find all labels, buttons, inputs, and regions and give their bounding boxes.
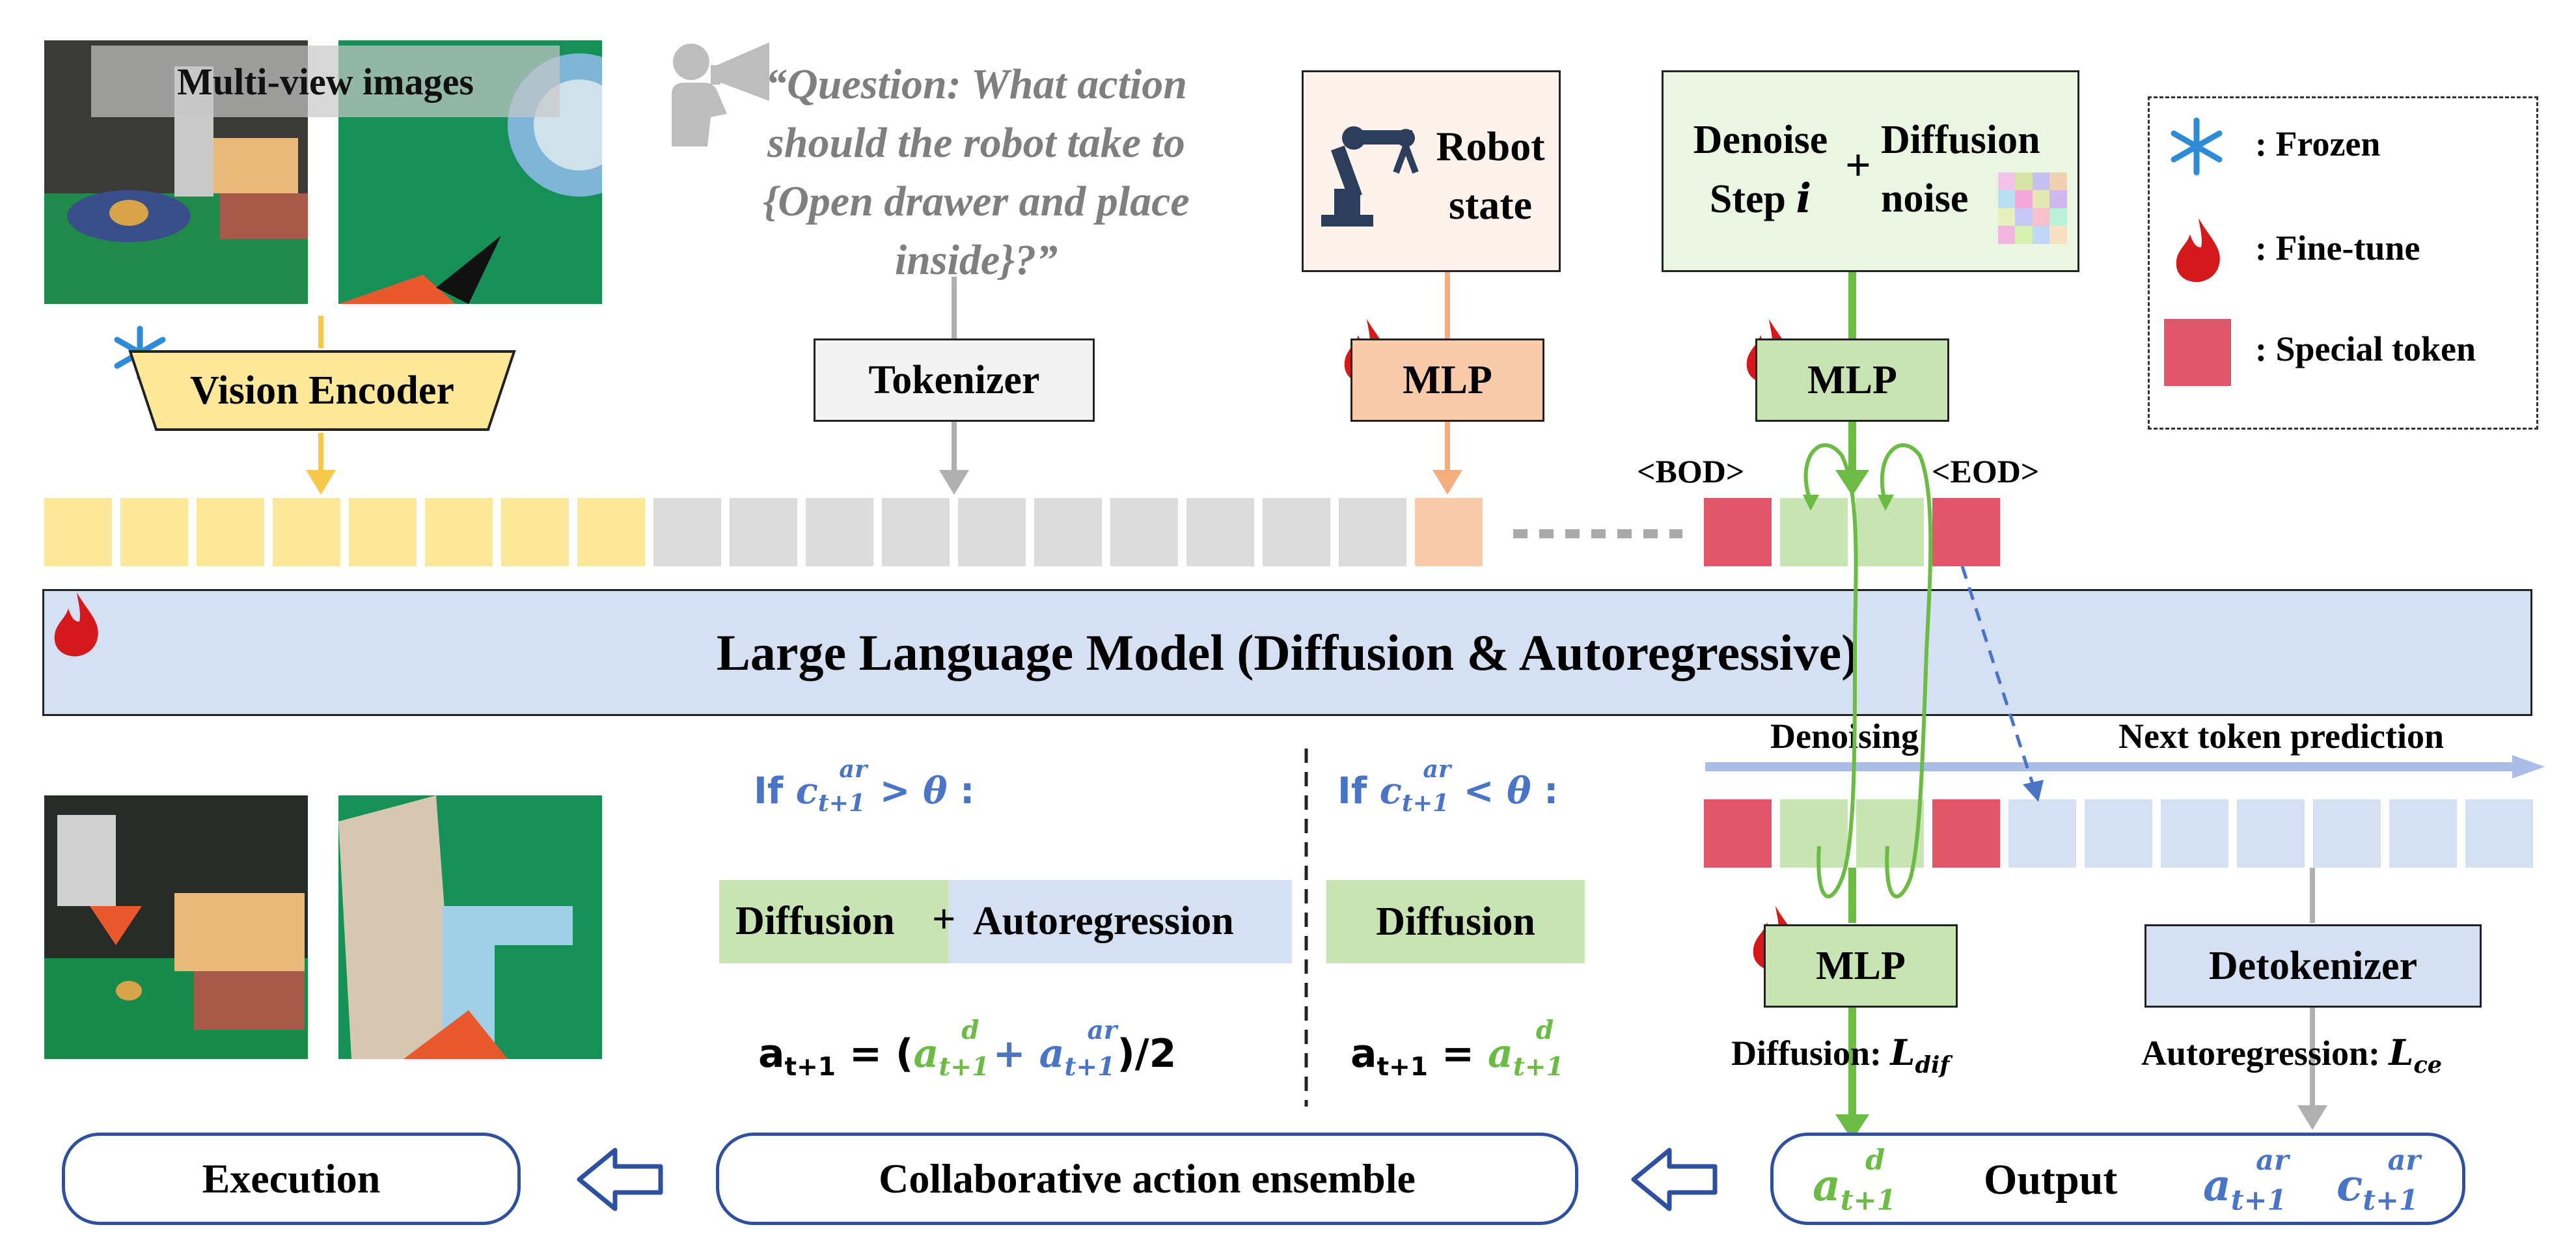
legend-special: : Special token bbox=[2255, 329, 2476, 368]
ar-token bbox=[2008, 799, 2076, 868]
output-pill bbox=[1770, 1133, 2465, 1225]
ensemble-pill: Collaborative action ensemble bbox=[716, 1133, 1578, 1225]
execution-pill: Execution bbox=[62, 1133, 521, 1225]
text-token bbox=[882, 498, 950, 566]
legend-frozen: : Frozen bbox=[2255, 124, 2381, 163]
hollow-arrow-left-icon bbox=[576, 1147, 664, 1212]
eod-token bbox=[1932, 498, 2000, 566]
snowflake-icon bbox=[2171, 117, 2223, 176]
mlp-output-box: MLP bbox=[1764, 924, 1958, 1008]
ar-token bbox=[2465, 799, 2533, 868]
diffusion-only-box: Diffusion bbox=[1326, 880, 1585, 963]
loss-diffusion: Diffusion: Ldif bbox=[1731, 1032, 1950, 1079]
execution-image-right bbox=[338, 795, 602, 1059]
condition-low: If ct+1ar < θ : bbox=[1337, 755, 1559, 818]
denoise-step-label: Denoise Step i bbox=[1693, 118, 1828, 222]
ar-token bbox=[2085, 799, 2152, 868]
ar-token bbox=[2237, 799, 2305, 868]
flame-icon bbox=[2174, 218, 2223, 283]
ellipsis-dots bbox=[1513, 529, 1682, 538]
megaphone-person-icon bbox=[665, 36, 777, 146]
ensemble-equation: at+1 = (at+1d + at+1ar)/2 bbox=[758, 1015, 1177, 1082]
autoregression-label: Autoregression bbox=[973, 899, 1234, 943]
denoised-token bbox=[1780, 799, 1848, 868]
legend-special-token-swatch bbox=[2164, 319, 2231, 386]
robot-state-box bbox=[1302, 70, 1561, 272]
robot-arm-icon bbox=[1315, 111, 1432, 231]
text-token bbox=[1034, 498, 1102, 566]
bod-token-out bbox=[1704, 799, 1772, 868]
eod-label: <EOD> bbox=[1932, 453, 2040, 489]
text-token bbox=[1339, 498, 1406, 566]
robot-state-token bbox=[1415, 498, 1483, 566]
next-token-label: Next token prediction bbox=[2118, 717, 2444, 756]
legend-box bbox=[2148, 96, 2538, 430]
diffusion-equation: at+1 = at+1d bbox=[1350, 1015, 1564, 1082]
question-text: “Question: What action should the robot … bbox=[763, 61, 1190, 284]
output-label: Output bbox=[1984, 1156, 2118, 1204]
text-token bbox=[653, 498, 721, 566]
text-token bbox=[1110, 498, 1178, 566]
vision-token bbox=[197, 498, 264, 566]
vision-encoder-shape bbox=[127, 348, 517, 433]
ar-token bbox=[2313, 799, 2381, 868]
robot-state-label: Robot state bbox=[1436, 123, 1545, 228]
bod-token bbox=[1704, 498, 1772, 566]
vision-token bbox=[349, 498, 417, 566]
llm-box: Large Language Model (Diffusion & Autore… bbox=[42, 589, 2532, 716]
flame-icon bbox=[52, 592, 101, 657]
mlp-robot-box: MLP bbox=[1350, 338, 1544, 422]
legend-finetune: : Fine-tune bbox=[2255, 228, 2420, 268]
vision-encoder-label: Vision Encoder bbox=[190, 368, 454, 413]
tokenizer-box: Tokenizer bbox=[814, 338, 1095, 422]
plus-sign: + bbox=[932, 896, 956, 942]
text-token bbox=[1263, 498, 1330, 566]
output-diffusion-action: at+1d bbox=[1813, 1144, 1897, 1217]
diffusion-label: Diffusion bbox=[735, 899, 895, 943]
eod-token-out bbox=[1932, 799, 2000, 868]
text-token bbox=[806, 498, 873, 566]
text-token bbox=[1186, 498, 1254, 566]
denoising-label: Denoising bbox=[1770, 717, 1919, 756]
noise-patch-icon bbox=[1998, 172, 2067, 244]
loss-autoregression: Autoregression: Lce bbox=[2141, 1032, 2443, 1079]
vision-token bbox=[44, 498, 112, 566]
hollow-arrow-left-icon bbox=[1630, 1147, 1718, 1212]
bod-label: <BOD> bbox=[1637, 453, 1745, 489]
vision-token bbox=[425, 498, 493, 566]
ar-token bbox=[2161, 799, 2228, 868]
vision-token bbox=[120, 498, 188, 566]
detokenizer-box: Detokenizer bbox=[2144, 924, 2482, 1008]
vision-token bbox=[577, 498, 645, 566]
vision-token bbox=[273, 498, 340, 566]
execution-image-left bbox=[44, 795, 308, 1059]
multiview-label: Multi-view images bbox=[91, 46, 560, 117]
diffusion-autoregression-box bbox=[719, 880, 1292, 963]
denoise-plus: + bbox=[1845, 141, 1871, 191]
condition-high: If ct+1ar > θ : bbox=[754, 755, 975, 818]
output-confidence: ct+1ar bbox=[2336, 1144, 2420, 1217]
noise-token bbox=[1780, 498, 1848, 566]
diffusion-noise-label: Diffusion noise bbox=[1881, 118, 2040, 221]
ar-token bbox=[2389, 799, 2457, 868]
text-token bbox=[730, 498, 797, 566]
output-ar-action: at+1ar bbox=[2203, 1144, 2289, 1217]
mlp-noise-box: MLP bbox=[1755, 338, 1949, 422]
vision-token bbox=[501, 498, 569, 566]
noise-token bbox=[1856, 498, 1924, 566]
denoised-token bbox=[1856, 799, 1924, 868]
text-token bbox=[958, 498, 1026, 566]
timeline-arrow bbox=[1705, 754, 2545, 780]
